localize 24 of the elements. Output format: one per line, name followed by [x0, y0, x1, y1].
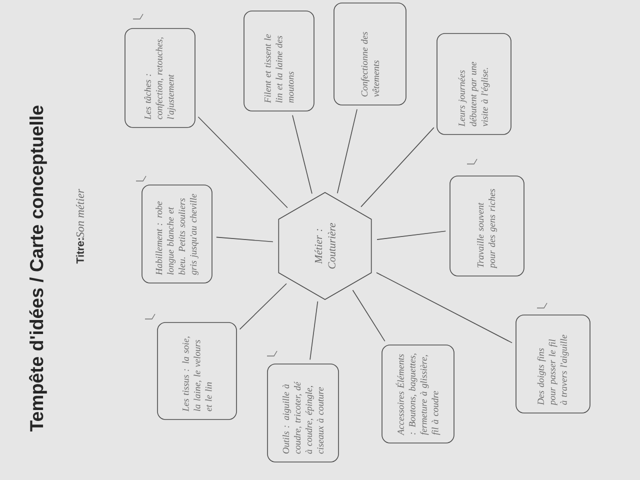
connector-line — [198, 116, 288, 208]
connector-line — [310, 301, 318, 360]
connector-line — [376, 272, 512, 344]
concept-box: Les tissus : la soie, la laine, le velours et le lin — [157, 322, 237, 420]
concept-box: Des doigts fins pour passer le fil à travers l'aiguille — [516, 314, 590, 414]
concept-box: Outils : aiguille à coudre, tricoter, dé à coudre, épingle, ciseaux à couture — [267, 364, 339, 462]
connector-line — [216, 236, 274, 242]
label-text: Titre: — [76, 238, 84, 264]
concept-box: Leurs journées débutent par une visite à l'église. — [436, 33, 512, 135]
concept-box: Travaille souvent pour des gens riches — [450, 176, 524, 276]
concept-box: Les tâches : confection, retouches, l'ajustement — [124, 28, 196, 128]
concept-box: Confectionne des vêtements — [334, 2, 406, 106]
concept-box: Filent et tissent le lin et la laine des moutons — [244, 10, 314, 112]
handwritten-text: Son métier — [76, 188, 84, 238]
concept-box: Accessoires Éléments : Boutons, baguettes, fermeture à glissière, fil à coudre — [382, 344, 454, 444]
connector-line — [352, 290, 386, 342]
connector-line — [292, 114, 312, 194]
connector-line — [360, 127, 434, 208]
connector-line — [376, 230, 446, 240]
concept-box: Habillement : robe longue blanche et bleu. Petits souliers gris jusqu'au cheville — [142, 184, 212, 284]
hexagon-box: Métier : Couturière — [278, 192, 372, 300]
title: Tempête d'idées / Carte conceptuelle — [29, 106, 47, 432]
connector-line — [239, 283, 287, 330]
connector-line — [336, 108, 358, 194]
